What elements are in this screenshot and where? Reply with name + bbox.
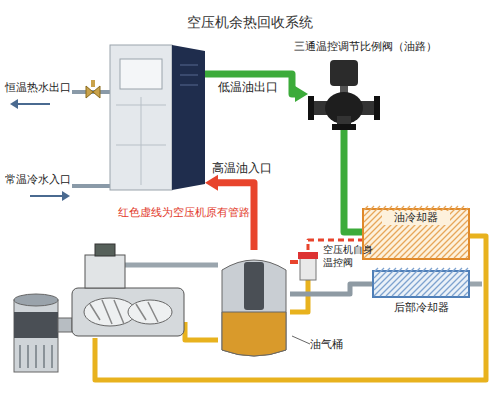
motor-fan bbox=[14, 312, 58, 338]
cooler-fin bbox=[430, 220, 468, 258]
aftercooler-shape bbox=[372, 270, 470, 298]
valve-stem bbox=[91, 80, 95, 87]
tank-oil bbox=[222, 312, 286, 356]
tank-thermostat-pipe bbox=[290, 260, 298, 264]
cooler-fin bbox=[422, 268, 450, 296]
cooler-fin bbox=[364, 206, 368, 210]
left-flange bbox=[308, 96, 314, 120]
intake-cap bbox=[95, 244, 115, 256]
cooler-fin bbox=[410, 268, 438, 296]
cold-water-arrow bbox=[30, 195, 64, 197]
node-text: 油冷却器 bbox=[382, 211, 450, 225]
pipe-connector bbox=[290, 284, 372, 294]
thermostatic-valve-shape bbox=[296, 250, 320, 280]
pipe-connector bbox=[205, 74, 297, 94]
cooler-fin bbox=[392, 268, 420, 296]
side-vents bbox=[180, 65, 198, 85]
motor-body bbox=[14, 300, 58, 372]
cabinet-front bbox=[110, 45, 172, 190]
three-way-valve-shape bbox=[308, 58, 380, 130]
cooler-fin bbox=[452, 280, 468, 296]
separator-core bbox=[244, 262, 264, 310]
panel-lines bbox=[116, 97, 166, 185]
cooler-fin bbox=[374, 268, 378, 272]
oil-cooler: 油冷却器 bbox=[362, 208, 470, 260]
arrow-head bbox=[10, 99, 18, 109]
motor-fins bbox=[20, 345, 52, 368]
coupling bbox=[58, 318, 72, 332]
cooler-fin bbox=[404, 268, 432, 296]
edge-label: 低温油出口 bbox=[218, 80, 278, 95]
compressor-body bbox=[72, 288, 184, 336]
right-flange bbox=[374, 96, 380, 120]
intake-valve bbox=[85, 255, 125, 288]
note-label: 红色虚线为空压机原有管路 bbox=[118, 206, 250, 219]
cooler-fin bbox=[428, 268, 456, 296]
cooler-fin bbox=[436, 226, 468, 258]
three-way-valve: 三通温控调节比例阀（油路） bbox=[308, 58, 380, 130]
motor bbox=[14, 294, 72, 372]
cooler-fin bbox=[374, 268, 396, 290]
leader-line bbox=[292, 336, 310, 344]
cooler-fin bbox=[446, 274, 468, 296]
actuator bbox=[330, 60, 358, 86]
cooler-fin bbox=[374, 268, 402, 296]
cooler-fin bbox=[374, 268, 384, 278]
diagram-title: 空压机余热回收系统 bbox=[0, 14, 500, 32]
motor-top bbox=[14, 294, 58, 306]
cooler-fin bbox=[460, 250, 468, 258]
thermostat-body bbox=[300, 258, 316, 280]
tank-body bbox=[222, 260, 286, 356]
pipe-connector bbox=[344, 130, 362, 232]
cooler-fin bbox=[364, 206, 374, 216]
heat-recovery-unit: 恒温热水出口常温冷水入口 bbox=[110, 45, 205, 190]
cabinet-side bbox=[172, 45, 205, 190]
cooler-fin bbox=[448, 238, 468, 258]
cooler-fin bbox=[466, 256, 468, 258]
air-outlet-pipe bbox=[470, 282, 482, 287]
cold-water-pipe bbox=[72, 184, 110, 188]
thermostat-cap bbox=[298, 252, 318, 259]
bottom-flange bbox=[332, 124, 356, 130]
female-rotor bbox=[128, 300, 172, 324]
cooler-fin bbox=[464, 292, 468, 296]
compressor-head bbox=[72, 244, 184, 336]
brass-valve bbox=[86, 86, 100, 98]
cooler-fin bbox=[416, 268, 444, 296]
cooler-fin bbox=[442, 232, 468, 258]
cooler-fin bbox=[380, 268, 408, 296]
cooler-fin bbox=[454, 244, 468, 258]
oil-gas-tank: 油气桶 bbox=[218, 250, 290, 360]
node-text: 常温冷水入口 bbox=[5, 173, 71, 187]
edge-label: 高温油入口 bbox=[212, 161, 272, 176]
arrow-head bbox=[62, 191, 70, 201]
cooler-fin bbox=[386, 268, 414, 296]
node-text: 三通温控调节比例阀（油路） bbox=[294, 40, 437, 53]
node-text: 恒温热水出口 bbox=[5, 81, 71, 95]
discharge-pipe bbox=[125, 263, 218, 268]
control-panel bbox=[120, 59, 162, 89]
cooler-fin bbox=[434, 268, 462, 296]
node-text: 后部冷却器 bbox=[372, 301, 470, 315]
oil-gas-tank-shape bbox=[218, 250, 290, 360]
node-text: 空压机自身温控阀 bbox=[323, 244, 377, 269]
node-text: 油气桶 bbox=[310, 338, 343, 352]
hot-water-arrow bbox=[16, 103, 50, 105]
thermostatic-valve: 空压机自身温控阀 bbox=[296, 250, 320, 280]
cooler-fin bbox=[458, 286, 468, 296]
cooler-fin bbox=[398, 268, 426, 296]
rotor-lobes bbox=[90, 300, 158, 324]
heat-recovery-unit-shape bbox=[110, 45, 205, 190]
oil-feed-pipe bbox=[185, 322, 218, 340]
cooler-fin bbox=[440, 268, 468, 296]
aftercooler: 后部冷却器 bbox=[372, 270, 470, 298]
